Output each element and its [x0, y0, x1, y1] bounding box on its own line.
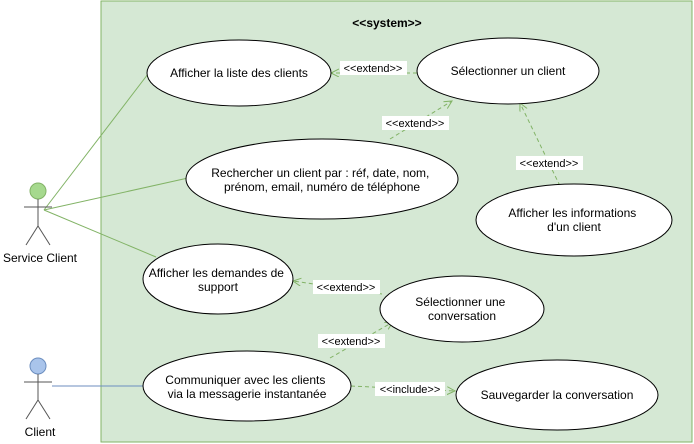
uc-communiquer	[142, 350, 352, 422]
actor-client: Client	[24, 357, 56, 439]
assoc-service-demandes	[43, 209, 157, 258]
uc-selectionner-client	[416, 37, 600, 105]
label-extend-1: <<extend>>	[344, 63, 403, 75]
uc-afficher-demandes	[142, 243, 294, 315]
assoc-service-liste	[43, 73, 149, 211]
uc-selectionner-conversation	[379, 275, 545, 343]
uc-afficher-demandes-label: Afficher les demandes de support	[149, 266, 288, 294]
uc-rechercher-client	[185, 138, 459, 220]
uc-sauvegarder	[455, 359, 659, 431]
uc-selectionner-client-label: Sélectionner un client	[451, 64, 566, 78]
use-case-labels: Afficher la liste des clients Sélectionn…	[149, 64, 639, 402]
actor-service-client: Service Client	[3, 182, 78, 265]
label-include: <<include>>	[380, 384, 441, 396]
uc-afficher-liste	[146, 39, 332, 107]
assoc-service-rechercher	[43, 177, 189, 211]
label-extend-4: <<extend>>	[317, 282, 376, 294]
label-extend-3: <<extend>>	[520, 158, 579, 170]
uc-rechercher-client-label: Rechercher un client par : réf, date, no…	[211, 166, 432, 194]
uc-selectionner-conversation-label: Sélectionner une conversation	[415, 295, 508, 323]
uc-communiquer-label: Communiquer avec les clients via la mess…	[165, 373, 328, 401]
use-cases	[142, 37, 673, 431]
system-title: <<system>>	[352, 16, 421, 30]
actor-associations	[43, 73, 189, 258]
uc-afficher-liste-label: Afficher la liste des clients	[170, 66, 308, 80]
actor-service-client-head-icon	[29, 182, 47, 200]
extend-infos-to-selectionner	[520, 103, 561, 187]
actor-service-client-label: Service Client	[3, 251, 78, 265]
uc-afficher-infos-label: Afficher les informations d'un client	[508, 206, 639, 234]
label-extend-5: <<extend>>	[322, 336, 381, 348]
label-extend-2: <<extend>>	[386, 118, 445, 130]
actor-client-label: Client	[25, 425, 56, 439]
relation-labels: <<extend>> <<extend>> <<extend>> <<exten…	[313, 61, 583, 396]
uc-afficher-infos	[475, 183, 673, 257]
uc-sauvegarder-label: Sauvegarder la conversation	[481, 388, 634, 402]
actor-client-head-icon	[29, 357, 47, 375]
